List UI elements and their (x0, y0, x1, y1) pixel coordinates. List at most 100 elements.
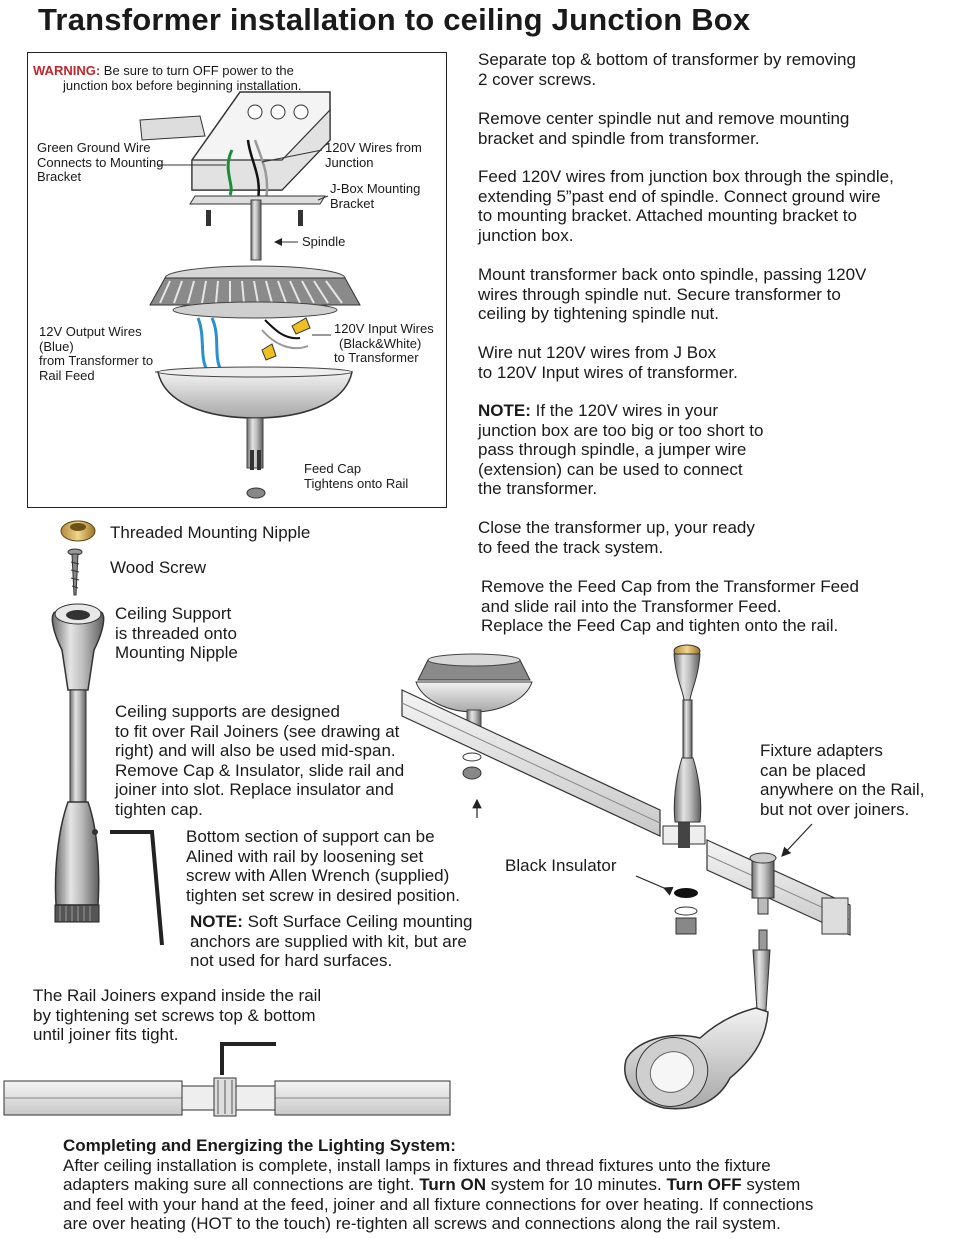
light-fixture (624, 929, 771, 1110)
step-line: bracket and spindle from transformer. (478, 128, 760, 148)
input-wire-white (261, 329, 309, 350)
bottom-section-description: Bottom section of support can be Alined … (186, 827, 460, 905)
completing-heading: Completing and Energizing the Lighting S… (63, 1136, 456, 1155)
desc-line: tighten set screw in desired position. (186, 885, 461, 905)
green-ground-wire (226, 149, 234, 196)
label-line: anywhere on the Rail, (760, 780, 925, 799)
page-title: Transformer installation to ceiling Junc… (38, 2, 751, 37)
label-jbox-bracket: J-Box Mounting Bracket (330, 181, 421, 211)
label-line: Tightens onto Rail (304, 475, 409, 491)
label-green-ground: Green Ground Wire Connects to Mounting B… (37, 140, 164, 185)
threaded-mounting-nipple (60, 520, 96, 542)
transformer-dome (157, 371, 353, 419)
note-label: NOTE: (190, 912, 243, 931)
label-line: 120V Input Wires (334, 321, 434, 336)
bracket-screw-right (298, 210, 303, 226)
label-line: 12V Output Wires (39, 324, 142, 339)
label-line: Feed Cap (304, 461, 362, 476)
label-line: 120V Wires from (325, 140, 422, 155)
step-line: ceiling by tightening spindle nut. (478, 304, 719, 323)
insulator-arrow (635, 875, 674, 896)
desc-line: Bottom section of support can be (186, 827, 435, 846)
desc-line: Ceiling supports are designed (115, 702, 340, 721)
label-black-insulator: Black Insulator (505, 856, 617, 875)
label-line: Junction (325, 154, 374, 170)
rail-cap (675, 917, 697, 935)
note-jumper-wire: NOTE: If the 120V wires in your junction… (478, 401, 763, 499)
step-line: Feed 120V wires from junction box throug… (478, 167, 894, 186)
completing-line-1: After ceiling installation is complete, … (63, 1155, 771, 1175)
label-ceiling-support: Ceiling Support is threaded onto Mountin… (115, 604, 238, 663)
warning-note: WARNING: Be sure to turn OFF power to th… (33, 63, 302, 93)
ceiling-support (51, 603, 105, 923)
step-1: Separate top & bottom of transformer by … (478, 50, 856, 89)
transformer-on-rail (415, 653, 533, 741)
step-5: Wire nut 120V wires from J Box to 120V I… (478, 343, 738, 382)
rail-joiner-detail (3, 1077, 451, 1117)
step-3: Feed 120V wires from junction box throug… (478, 167, 894, 245)
label-feed-cap: Feed Cap Tightens onto Rail (304, 461, 409, 491)
step-line: junction box. (478, 225, 574, 245)
step-line: Separate top & bottom of transformer by … (478, 50, 856, 69)
track-rail-right (706, 839, 851, 936)
desc-line: to fit over Rail Joiners (see drawing at (115, 721, 400, 741)
step-line: and slide rail into the Transformer Feed… (481, 596, 782, 616)
label-output-wires: 12V Output Wires (Blue) from Transformer… (39, 324, 153, 383)
note-soft-surface: NOTE: Soft Surface Ceiling mounting anch… (190, 912, 473, 971)
label-line: Green Ground Wire (37, 140, 151, 155)
completing-line-2: adapters making sure all connections are… (63, 1175, 943, 1195)
spindle (250, 199, 262, 261)
label-line: is threaded onto (115, 623, 237, 643)
step-line: extending 5”past end of spindle. Connect… (478, 186, 881, 206)
step-line: Remove the Feed Cap from the Transformer… (481, 577, 859, 596)
step-line: to 120V Input wires of transformer. (478, 362, 738, 382)
white-wire (253, 139, 269, 201)
allen-wrench-icon (110, 830, 164, 946)
label-input-wires: 120V Input Wires (Black&White) to Transf… (334, 321, 434, 366)
note-line: not used for hard surfaces. (190, 951, 393, 970)
note-label: NOTE: (478, 401, 531, 420)
label-line: can be placed (760, 760, 866, 780)
label-line: but not over joiners. (760, 799, 910, 819)
completing-section: Completing and Energizing the Lighting S… (63, 1136, 943, 1234)
blue-output-wire-1 (196, 317, 208, 369)
blue-output-wire-2 (210, 317, 222, 369)
turn-off-emphasis: Turn OFF (666, 1175, 742, 1194)
step-line: wires through spindle nut. Secure transf… (478, 284, 841, 304)
label-line: Mounting Nipple (115, 643, 238, 662)
text: system (741, 1175, 801, 1194)
rail-joiners-description: The Rail Joiners expand inside the rail … (33, 986, 321, 1045)
label-line: J-Box Mounting (330, 181, 421, 196)
input-wire-black (264, 319, 301, 340)
label-line: Ceiling Support (115, 604, 232, 623)
label-line: to Transformer (334, 350, 419, 365)
step-2: Remove center spindle nut and remove mou… (478, 109, 849, 148)
note-line: Soft Surface Ceiling mounting (242, 912, 473, 931)
note-line: junction box are too big or too short to (478, 420, 764, 440)
label-line: Connects to Mounting (37, 154, 164, 170)
step-line: to mounting bracket. Attached mounting b… (478, 206, 857, 225)
step-line: Wire nut 120V wires from J Box (478, 343, 717, 362)
step-line: Replace the Feed Cap and tighten onto th… (481, 616, 839, 635)
note-line: If the 120V wires in your (530, 401, 718, 420)
completing-line-4: are over heating (HOT to the touch) re-t… (63, 1214, 781, 1233)
wire-nut-1 (291, 317, 311, 335)
desc-line: by tightening set screws top & bottom (33, 1005, 316, 1025)
ceiling-supports-description: Ceiling supports are designed to fit ove… (115, 702, 404, 819)
label-line: (Black&White) (339, 335, 422, 351)
warning-label: WARNING: (33, 63, 101, 78)
step-line: Mount transformer back onto spindle, pas… (478, 265, 867, 284)
desc-line: Remove Cap & Insulator, slide rail and (115, 760, 405, 780)
desc-line: tighten cap. (115, 799, 203, 819)
warning-text-2: junction box before beginning installati… (63, 77, 302, 93)
desc-line: right) and will also be used mid-span. (115, 741, 396, 760)
completing-line-3: and feel with your hand at the feed, joi… (63, 1194, 814, 1214)
text: adapters making sure all connections are… (63, 1175, 420, 1194)
wood-screw (67, 548, 83, 596)
transformer-top (149, 265, 361, 319)
bracket-screw-left (206, 210, 211, 226)
label-fixture-adapters: Fixture adapters can be placed anywhere … (760, 741, 924, 819)
note-line: anchors are supplied with kit, but are (190, 931, 467, 951)
allen-wrench-joiner-icon (220, 1042, 276, 1075)
